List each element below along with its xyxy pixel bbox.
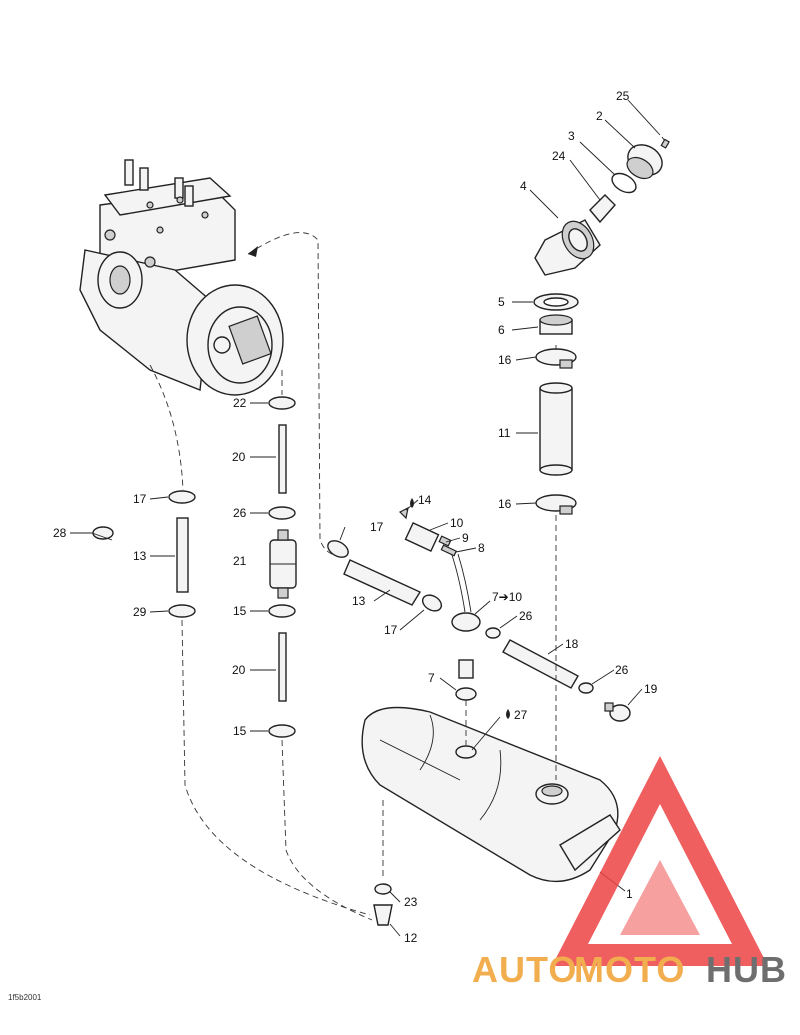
hose-routing-lines (149, 232, 557, 921)
callout-label: 29 (133, 605, 147, 619)
bottom-fittings (373, 883, 393, 926)
callout-label: 17 (384, 623, 398, 637)
callout-label: 18 (565, 637, 579, 651)
callout-label: 28 (53, 526, 67, 540)
fuel-tank (361, 706, 621, 883)
left-fuel-line-assembly (91, 396, 297, 738)
leader-lines (70, 99, 661, 937)
callout-label: 26 (519, 609, 533, 623)
callout-label: 17 (370, 520, 384, 534)
callout-label: 4 (520, 179, 527, 193)
center-valve-assembly (327, 506, 631, 722)
callout-label: 16 (498, 497, 512, 511)
callout-label: 3 (568, 129, 575, 143)
callout-label: 2 (596, 109, 603, 123)
callout-label: 16 (498, 353, 512, 367)
callout-label: 10 (450, 516, 464, 530)
callout-label: 20 (232, 450, 246, 464)
callout-label: 12 (404, 931, 418, 945)
callout-label: 24 (552, 149, 566, 163)
callout-label: 1 (626, 887, 633, 901)
watermark-moto: MOTO (574, 949, 685, 990)
callout-label: 9 (462, 531, 469, 545)
fluid-drop-icon (506, 709, 510, 719)
routing-arrow-icon (248, 246, 258, 257)
callout-label: 22 (233, 396, 247, 410)
callout-label: 13 (133, 549, 147, 563)
watermark-auto: AUTO (472, 949, 577, 990)
callout-label: 14 (418, 493, 432, 507)
reference-code: 1f5b2001 (8, 993, 42, 1002)
callout-label: 21 (233, 554, 247, 568)
callout-label: 26 (233, 506, 247, 520)
callout-label: 23 (404, 895, 418, 909)
callout-label: 26 (615, 663, 629, 677)
watermark-logo: AUTO MOTO HUB (472, 755, 787, 990)
callout-label: 7 (428, 671, 435, 685)
callout-label: 8 (478, 541, 485, 555)
callout-label: 27 (514, 708, 528, 722)
watermark-hub: HUB (706, 949, 787, 990)
callout-label: 17 (133, 492, 147, 506)
callout-label: 6 (498, 323, 505, 337)
callout-label: 20 (232, 663, 246, 677)
callout-label: 11 (498, 426, 511, 440)
engine-assembly (79, 159, 284, 396)
filler-neck-assembly (533, 136, 670, 515)
callout-label: 19 (644, 682, 658, 696)
callout-label: 15 (233, 604, 247, 618)
callout-label: 7➔10 (492, 590, 522, 604)
callout-label: 5 (498, 295, 505, 309)
callout-labels: 25 2 3 24 4 5 6 16 11 16 22 20 17 26 28 … (53, 89, 658, 945)
watermark-triangle-icon (551, 755, 769, 966)
callout-label: 15 (233, 724, 247, 738)
callout-label: 25 (616, 89, 630, 103)
callout-label: 13 (352, 594, 366, 608)
fluid-drop-icon (410, 498, 414, 508)
